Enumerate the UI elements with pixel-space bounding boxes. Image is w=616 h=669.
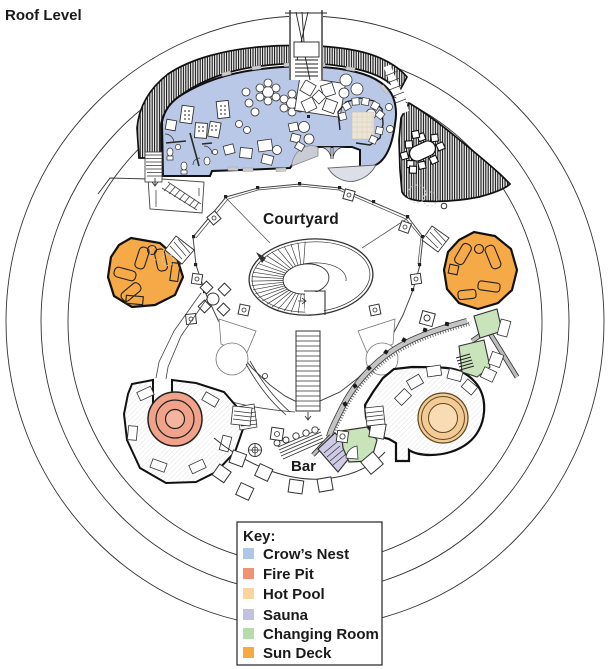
svg-text:Roof Level: Roof Level (5, 7, 82, 24)
svg-text:Sauna: Sauna (263, 607, 309, 624)
svg-text:Bar: Bar (291, 458, 316, 475)
svg-text:Fire Pit: Fire Pit (263, 566, 314, 583)
svg-text:Courtyard: Courtyard (263, 211, 339, 228)
svg-text:Hot Pool: Hot Pool (263, 586, 325, 603)
svg-text:Sun Deck: Sun Deck (263, 645, 332, 662)
svg-text:Crow’s Nest: Crow’s Nest (263, 546, 349, 563)
svg-text:Key:: Key: (243, 528, 276, 545)
svg-text:Changing Room: Changing Room (263, 626, 379, 643)
